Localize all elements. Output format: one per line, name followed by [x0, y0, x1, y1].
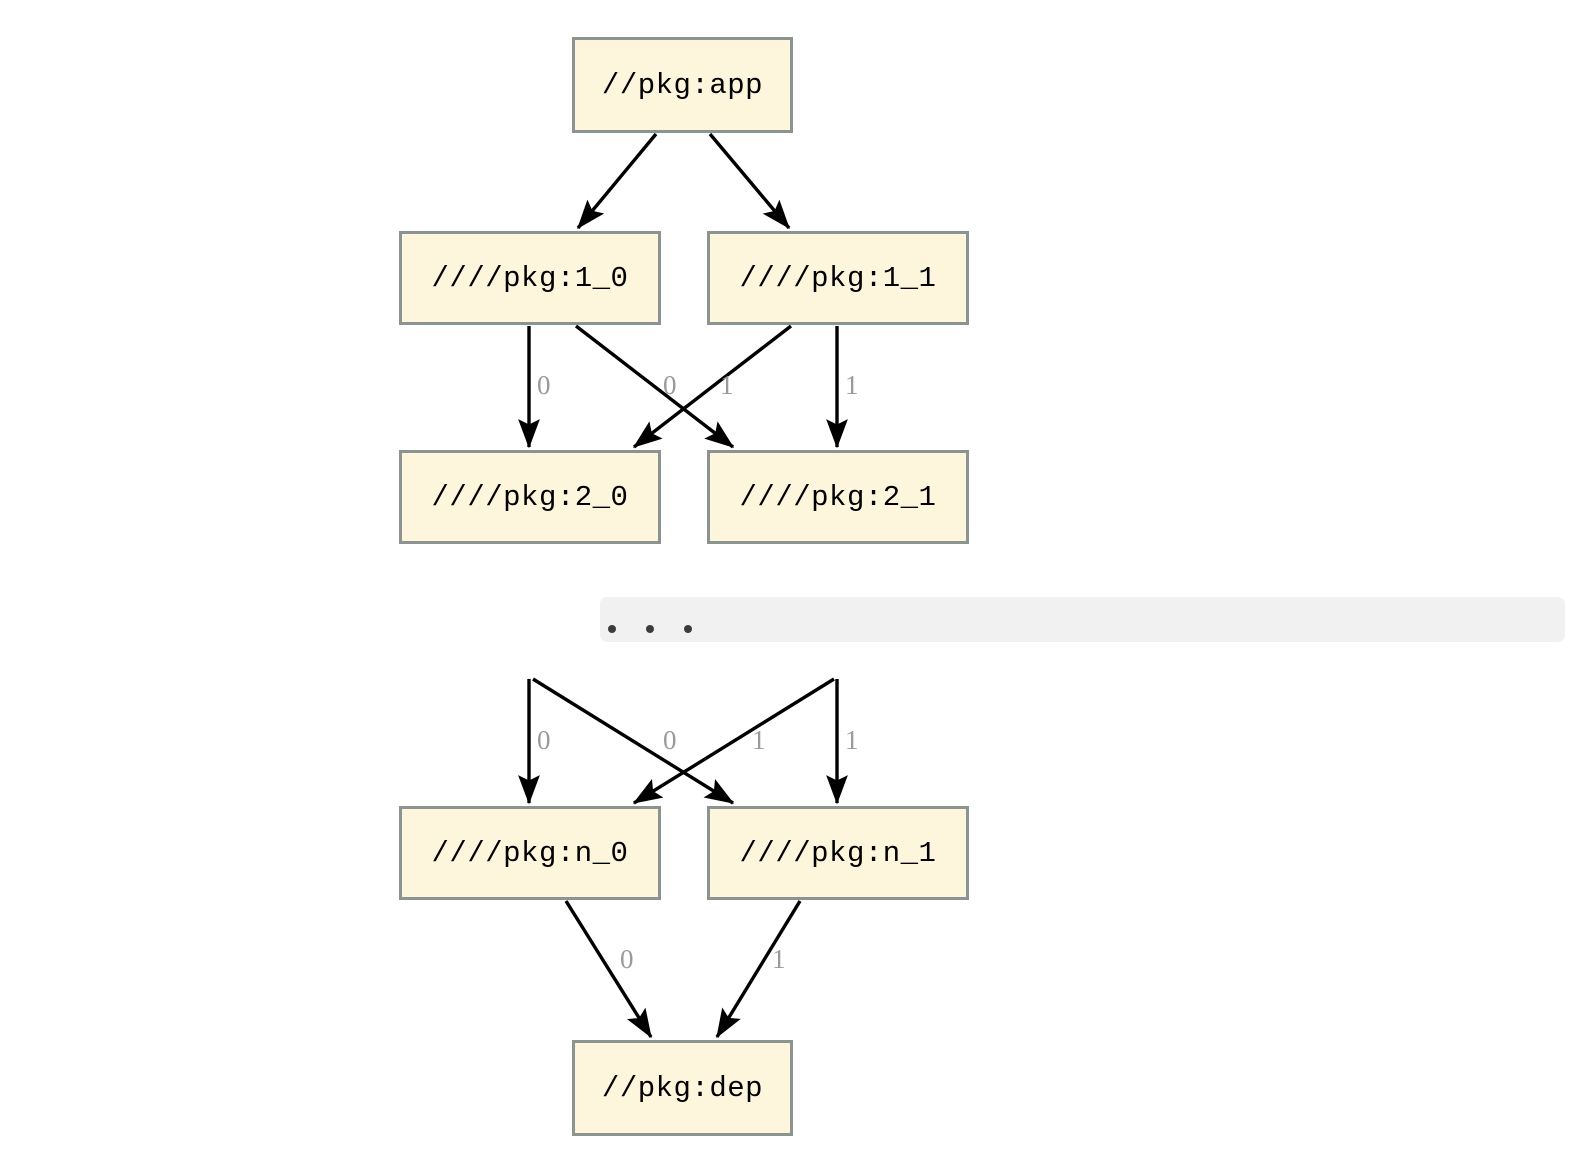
node-label: ////pkg:1_1 [739, 261, 937, 295]
node-label: ////pkg:2_0 [431, 480, 629, 514]
edge-label: 1 [845, 370, 859, 400]
ellipsis-dot-icon [646, 625, 654, 633]
node-label: ////pkg:1_0 [431, 261, 629, 295]
edge-ln_1-to-dep [715, 900, 802, 1039]
node-l1_1[interactable]: ////pkg:1_1 [707, 231, 969, 325]
edge-app-to-l1_0 [576, 132, 658, 230]
node-label: //pkg:app [601, 68, 764, 102]
edge-label: 0 [620, 944, 634, 974]
node-l2_1[interactable]: ////pkg:2_1 [707, 450, 969, 544]
edge-label: 1 [720, 370, 734, 400]
edge-app-to-l1_1 [708, 132, 791, 230]
node-ln_0[interactable]: ////pkg:n_0 [399, 806, 661, 900]
ellipsis-dot-icon [684, 625, 692, 633]
node-l1_0[interactable]: ////pkg:1_0 [399, 231, 661, 325]
edge-label: 1 [752, 725, 766, 755]
node-dep[interactable]: //pkg:dep [572, 1040, 793, 1136]
node-label: ////pkg:2_1 [739, 480, 937, 514]
truncation-ellipsis-band [600, 597, 1565, 642]
edge-label: 0 [663, 370, 677, 400]
node-label: ////pkg:n_1 [739, 836, 937, 870]
edge-upstream-to-ln_0 [632, 677, 835, 805]
edge-label: 0 [663, 725, 677, 755]
edge-label: 1 [845, 725, 859, 755]
edge-label: 0 [537, 370, 551, 400]
ellipsis-dots [608, 625, 692, 633]
edge-ln_0-to-dep [564, 900, 653, 1039]
edge-label: 0 [537, 725, 551, 755]
node-ln_1[interactable]: ////pkg:n_1 [707, 806, 969, 900]
edge-l1_0-to-l2_1 [574, 324, 735, 449]
node-app[interactable]: //pkg:app [572, 37, 793, 133]
ellipsis-dot-icon [608, 625, 616, 633]
node-l2_0[interactable]: ////pkg:2_0 [399, 450, 661, 544]
edge-l1_1-to-l2_0 [632, 324, 793, 449]
edge-label: 1 [772, 944, 786, 974]
edge-lines [518, 132, 848, 1039]
node-label: ////pkg:n_0 [431, 836, 629, 870]
edge-upstream-to-ln_1 [532, 677, 735, 805]
node-label: //pkg:dep [601, 1071, 764, 1105]
